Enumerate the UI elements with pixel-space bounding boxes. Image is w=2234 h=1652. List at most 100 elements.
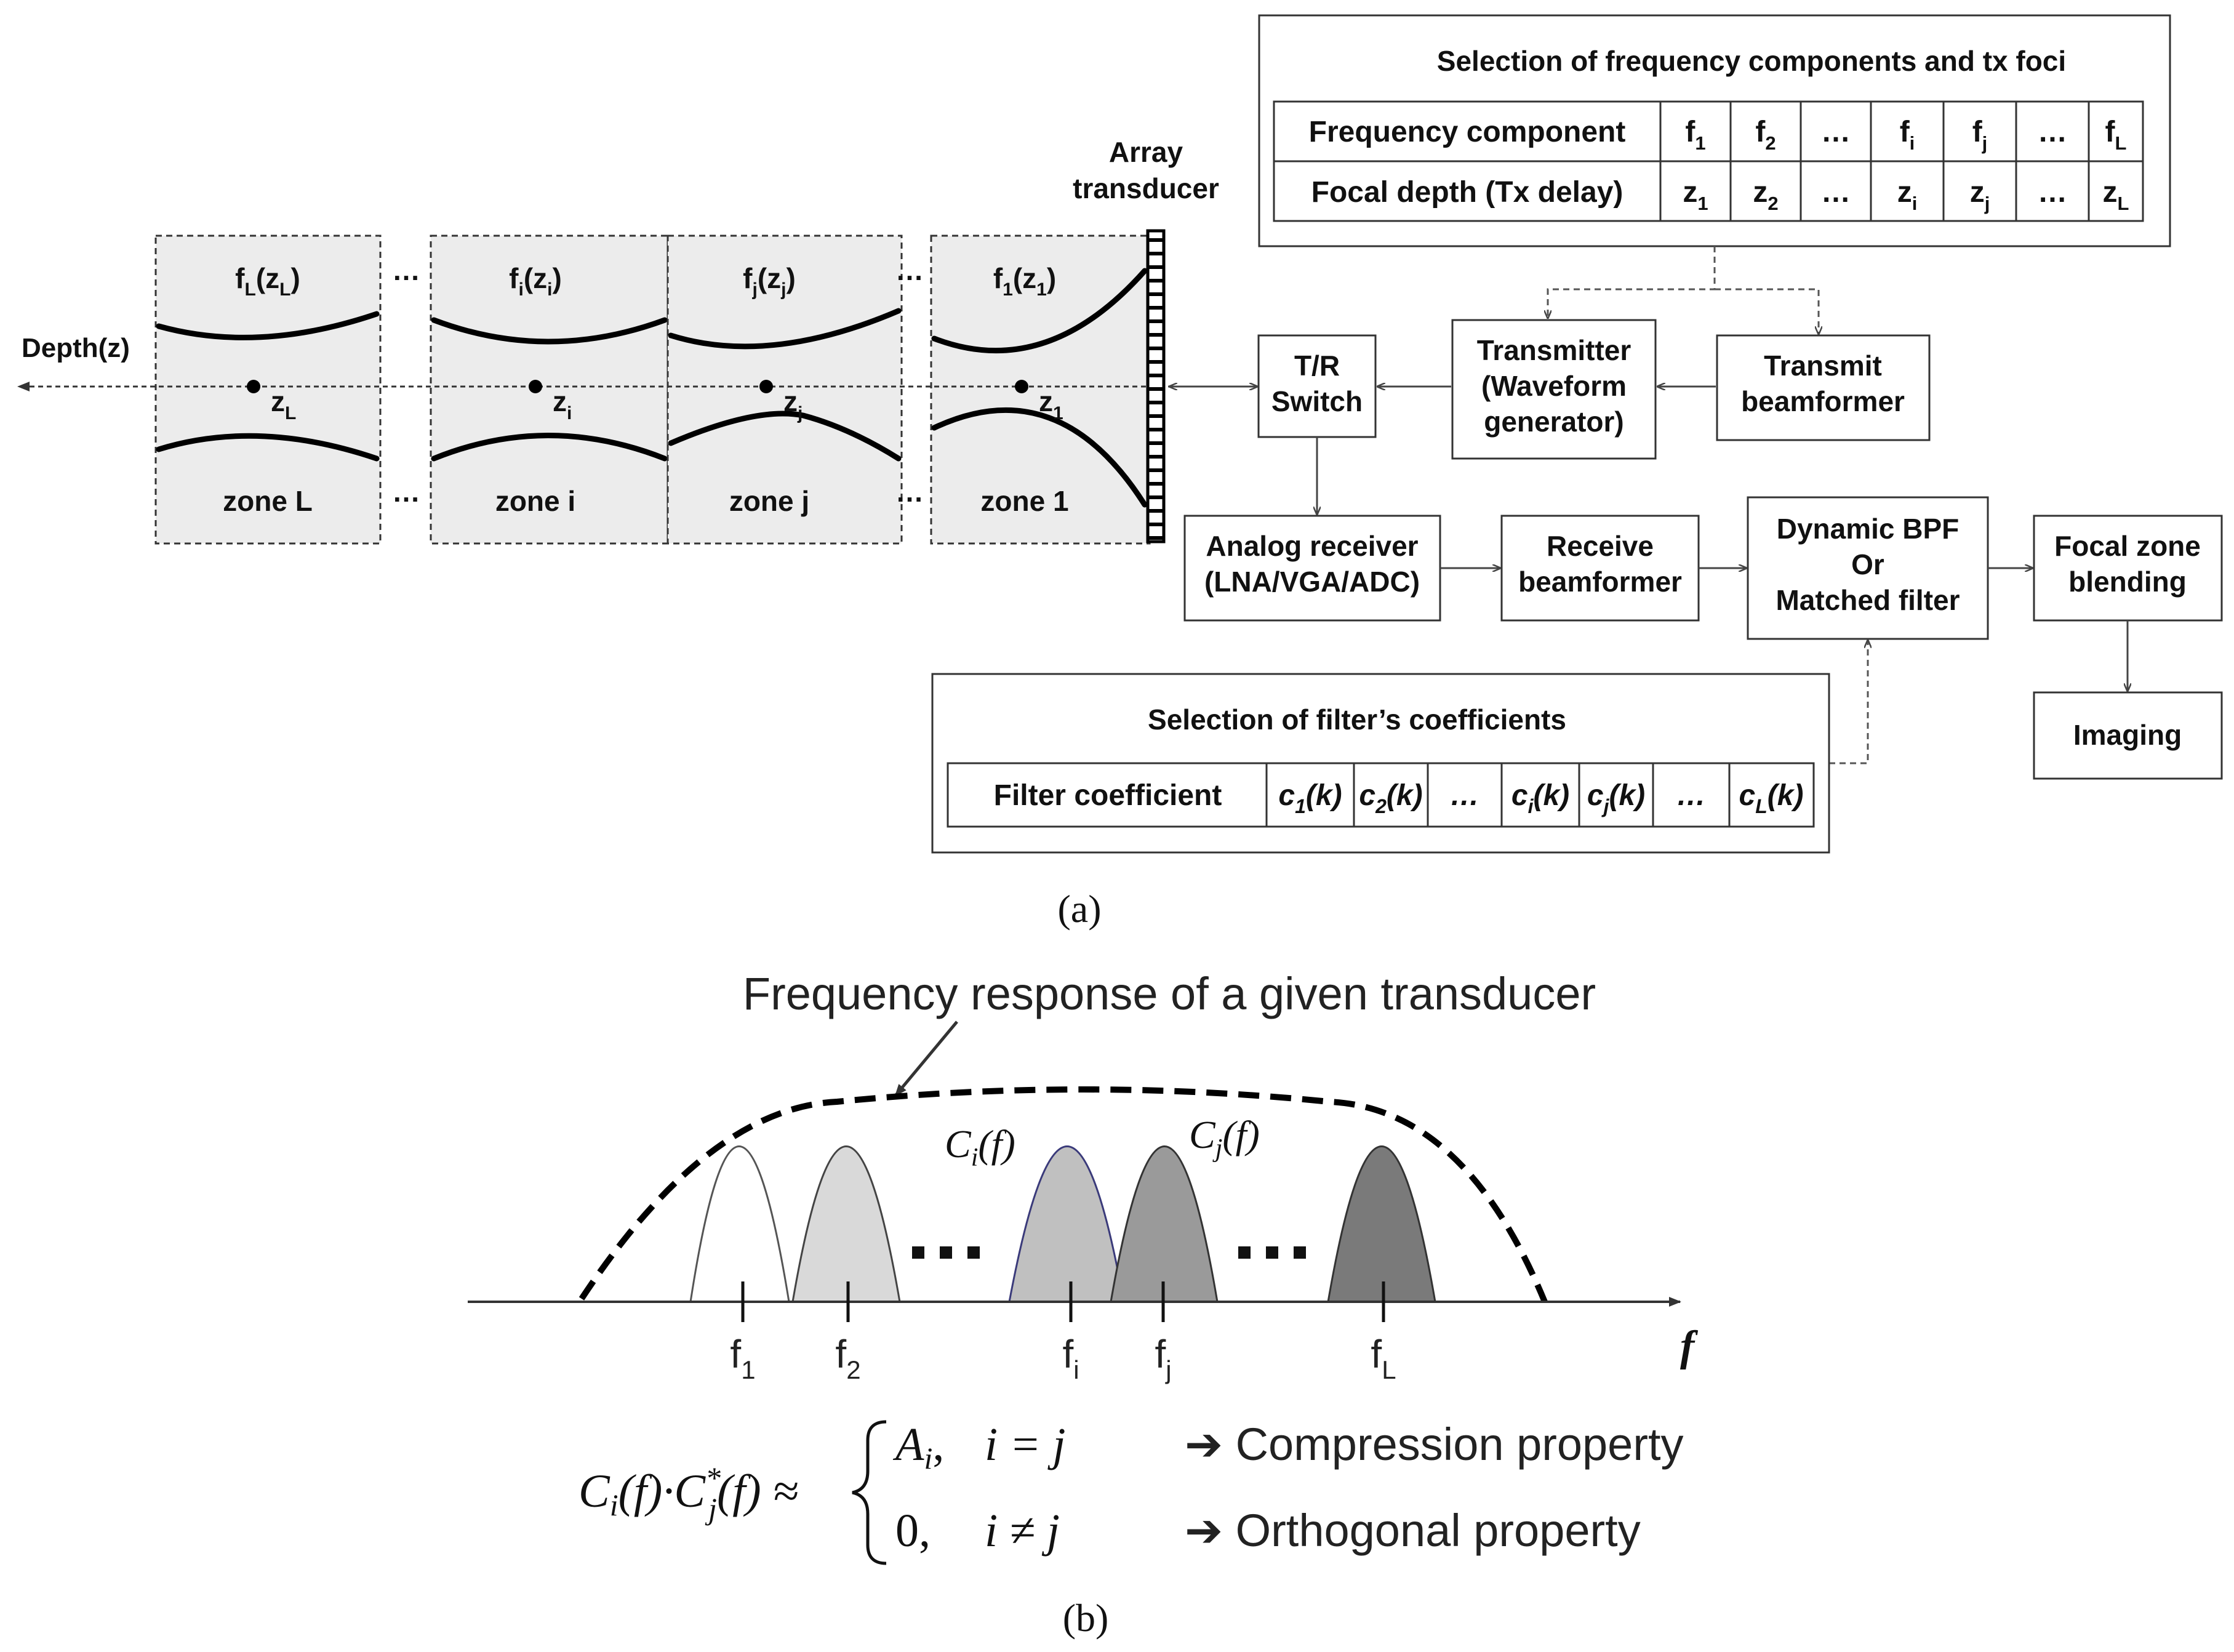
- transmitter-block: [1451, 319, 1657, 460]
- depth-cell-2: …: [1821, 176, 1851, 209]
- zone-name-0: zone L: [223, 485, 313, 517]
- tick-label-4: fL: [1371, 1332, 1396, 1384]
- panel-a: Selection of frequency components and tx…: [17, 14, 2223, 931]
- transmit_bf-label-0: Transmit: [1764, 350, 1882, 382]
- filter-label-i: Ci(f): [945, 1122, 1015, 1172]
- freq-cell-3: fi: [1900, 116, 1915, 154]
- zone-i: [430, 235, 669, 545]
- receive-beamformer-block: [1500, 515, 1700, 622]
- depth-cell-3: zi: [1897, 176, 1918, 214]
- focal_blend-label-0: Focal zone: [2054, 530, 2201, 562]
- depth-cell-5: …: [2038, 176, 2067, 209]
- imaging-label-0: Imaging: [2073, 719, 2182, 751]
- filter-cell-2: …: [1450, 779, 1479, 812]
- zone-name-1: zone i: [495, 485, 575, 517]
- filter-f2: [791, 1145, 901, 1303]
- zone-freq-label-1: fi(zi): [509, 262, 562, 300]
- tr-switch-block: [1257, 334, 1377, 438]
- array-transducer-elements: [1149, 238, 1163, 540]
- focal-zone-blending-block: [2033, 515, 2223, 622]
- filter-f1: [689, 1145, 790, 1303]
- equation-lhs: Ci(f)·C*j(f) ≈: [579, 1461, 798, 1526]
- zone-ellipsis-bottom-1: …: [392, 476, 420, 508]
- focal_blend-label-1: blending: [2068, 566, 2187, 598]
- filter-fi: [1008, 1145, 1125, 1303]
- panel-b-label: (b): [1063, 1596, 1109, 1640]
- depth-cell-4: zj: [1970, 176, 1990, 214]
- tick-label-0: f1: [730, 1332, 755, 1384]
- array-transducer: [1146, 229, 1166, 543]
- focus-dot-l: [247, 380, 260, 393]
- freq-cell-5: …: [2038, 116, 2067, 148]
- equation-brace: [852, 1420, 887, 1565]
- filter-selection-title: Selection of filter’s coefficients: [1148, 704, 1566, 736]
- tick-label-3: fj: [1155, 1332, 1171, 1384]
- tick-label-1: f2: [835, 1332, 860, 1384]
- focus-label-0: zL: [271, 385, 296, 423]
- zone-j: [667, 235, 903, 545]
- freq-cell-4: fj: [1972, 116, 1988, 154]
- imaging-block: [2033, 691, 2223, 780]
- orthogonality-equation: Ci(f)·C*j(f) ≈ Ai, i = j 0, i ≠ j: [579, 1419, 1066, 1565]
- dyn_bpf-label-0: Dynamic BPF: [1777, 513, 1960, 545]
- title-pointer-arrow: [894, 1020, 958, 1097]
- analog_rx-label-0: Analog receiver: [1206, 530, 1418, 562]
- frequency-axis-label: f: [1680, 1323, 1699, 1370]
- array-label-line2: transducer: [1073, 172, 1219, 204]
- array-label-line1: Array: [1109, 136, 1183, 168]
- focus-label-2: zj: [783, 385, 803, 423]
- filter-cell-5: …: [1676, 779, 1706, 812]
- filter-cell-0: c1(k): [1278, 779, 1342, 817]
- frequency-row-header: Frequency component: [1309, 116, 1626, 148]
- equation-condition-2: i ≠ j: [985, 1505, 1060, 1557]
- dyn_bpf-label-1: Or: [1851, 548, 1884, 580]
- filter-cell-1: c2(k): [1359, 779, 1422, 817]
- frequency-ticks: f1 f2 fi fj fL: [730, 1281, 1396, 1384]
- tr_switch-label-1: Switch: [1271, 385, 1363, 417]
- panel-b: Frequency response of a given transducer…: [468, 968, 1699, 1640]
- zone-ellipsis-bottom-2: …: [895, 476, 924, 508]
- transducer-response-curve: [579, 1086, 1548, 1303]
- zone-ellipsis-top-1: …: [392, 254, 420, 286]
- zone-l: [154, 235, 382, 545]
- depth-cell-1: z2: [1753, 176, 1778, 214]
- zone-freq-label-3: f1(z1): [993, 262, 1056, 300]
- equation-case-1: Ai,: [892, 1419, 944, 1475]
- focus-dot-i: [529, 380, 542, 393]
- depth-axis-label: Depth(z): [22, 333, 130, 363]
- transmit-beamformer-block: [1716, 334, 1931, 441]
- dyn_bpf-label-2: Matched filter: [1776, 584, 1960, 616]
- focus-label-3: z1: [1039, 385, 1063, 423]
- receive_bf-label-1: beamformer: [1518, 566, 1682, 598]
- transmitter-label-2: generator): [1484, 406, 1623, 438]
- processing-block-labels: T/RSwitchTransmitter(Waveformgenerator)T…: [1204, 334, 2201, 751]
- frequency-response-title: Frequency response of a given transducer: [743, 968, 1596, 1019]
- focal-depth-row-header: Focal depth (Tx delay): [1311, 176, 1623, 209]
- filter-cell-4: cj(k): [1587, 779, 1645, 817]
- signal-arrows: [1168, 246, 2128, 764]
- analog_rx-label-1: (LNA/VGA/ADC): [1204, 566, 1420, 598]
- analog-receiver-block: [1183, 515, 1441, 622]
- dynamic-bpf-block: [1747, 496, 1989, 640]
- filter-label-j: Cj(f): [1189, 1113, 1260, 1163]
- freq-cell-0: f1: [1685, 116, 1705, 154]
- zone-freq-label-0: fL(zL): [235, 262, 300, 300]
- freq-cell-2: …: [1821, 116, 1851, 148]
- equation-case-2: 0,: [895, 1505, 931, 1557]
- tr_switch-label-0: T/R: [1294, 350, 1340, 382]
- orthogonal-property: ➔ Orthogonal property: [1185, 1505, 1641, 1556]
- transmitter-label-0: Transmitter: [1477, 334, 1631, 366]
- transmit_bf-label-1: beamformer: [1741, 385, 1905, 417]
- filter-row-header: Filter coefficient: [994, 779, 1222, 812]
- processing-blocks: [1183, 319, 2223, 780]
- receive_bf-label-0: Receive: [1547, 530, 1654, 562]
- equation-condition-1: i = j: [985, 1419, 1066, 1470]
- tick-label-2: fi: [1062, 1332, 1079, 1384]
- filter-fL: [1327, 1145, 1436, 1303]
- frequency-selection-title: Selection of frequency components and tx…: [1437, 45, 2066, 77]
- depth-cell-6: zL: [2103, 176, 2129, 214]
- filter-table: [947, 762, 1815, 828]
